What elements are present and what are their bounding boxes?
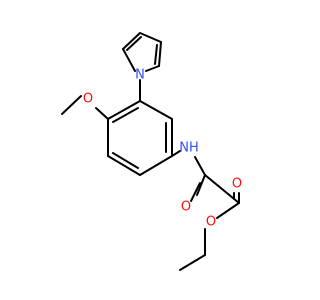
atom-label: O: [83, 92, 93, 107]
bond: [145, 65, 160, 72]
bond: [190, 182, 201, 202]
bond: [61, 95, 82, 115]
atom-n-pyrrole: N: [135, 68, 145, 83]
bond: [126, 36, 142, 51]
bond: [112, 152, 139, 169]
atom-o-carbonyl: O: [232, 177, 242, 192]
bond: [112, 107, 139, 123]
bond: [179, 254, 206, 271]
bond: [107, 155, 141, 176]
atom-label: O: [181, 200, 191, 215]
atom-o-amide: O: [181, 200, 191, 215]
bond: [139, 32, 162, 43]
bond: [216, 202, 240, 219]
atom-o-methoxy: O: [83, 92, 93, 107]
atom-label: O: [232, 177, 242, 192]
bonds: [61, 32, 240, 271]
bond: [95, 107, 109, 120]
atom-label: O: [206, 215, 216, 230]
bond: [154, 44, 158, 65]
bond: [194, 156, 206, 176]
bond: [196, 174, 206, 196]
bond: [122, 32, 141, 50]
bond: [139, 100, 173, 120]
atom-label: NH: [179, 141, 199, 156]
molecule-structure: N O NH O O O: [61, 32, 242, 271]
atoms: N O NH O O O: [83, 68, 242, 230]
atom-o-ester: O: [206, 215, 216, 230]
bond: [107, 100, 141, 120]
bond: [139, 155, 173, 176]
bond: [158, 41, 162, 67]
atom-label: N: [135, 68, 145, 83]
bond: [122, 48, 136, 72]
bond: [171, 150, 181, 157]
atom-n-amide: NH: [179, 141, 199, 156]
